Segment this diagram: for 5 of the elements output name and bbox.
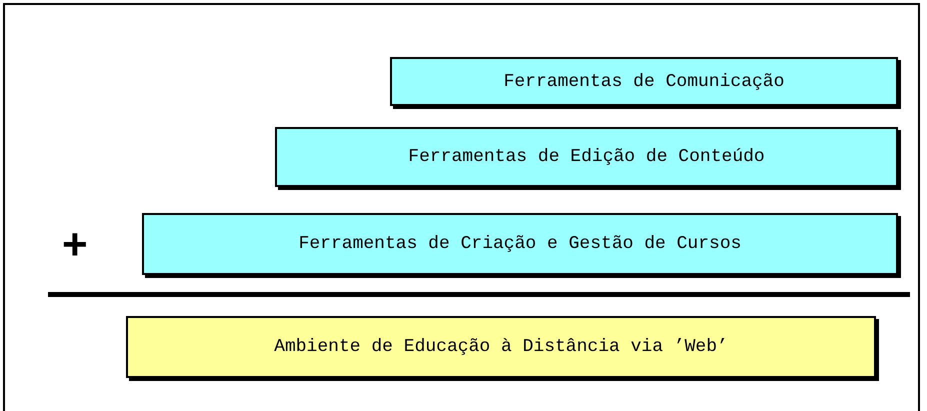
tool-box: Ferramentas de Criação e Gestão de Cursos <box>142 213 898 275</box>
tool-box: Ferramentas de Comunicação <box>390 57 898 106</box>
plus-sign: + <box>62 220 88 270</box>
result-box: Ambiente de Educação à Distância via ’Web’ <box>126 316 876 378</box>
tool-box: Ferramentas de Edição de Conteúdo <box>275 127 898 187</box>
